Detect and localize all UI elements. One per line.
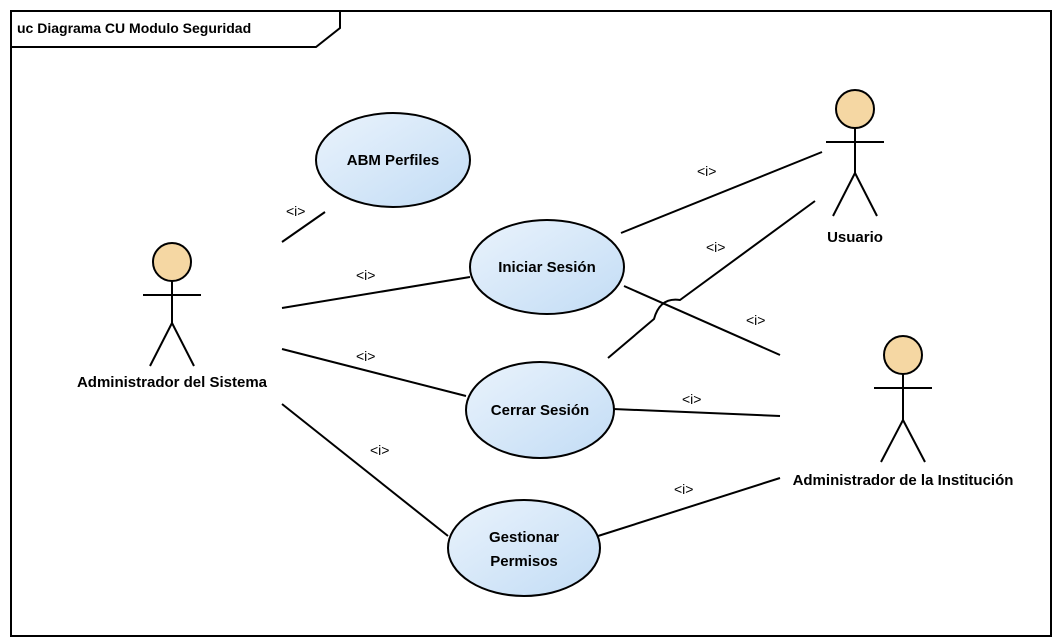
- assoc-label-cerrar-admin-institucion: <i>: [682, 391, 701, 407]
- assoc-label-iniciar-admin-institucion: <i>: [746, 312, 765, 328]
- actor-label: Administrador de la Institución: [793, 472, 1014, 489]
- use-case-ellipse: [465, 361, 615, 459]
- use-case-label-line2: Permisos: [490, 553, 558, 570]
- associations-layer: [281, 151, 823, 537]
- use-case-gestionar-permisos[interactable]: Gestionar Permisos: [447, 499, 601, 597]
- use-case-ellipse: [315, 112, 471, 208]
- use-case-iniciar-sesion[interactable]: Iniciar Sesión: [469, 219, 625, 315]
- assoc-admin-sistema-gestionar: [281, 403, 449, 537]
- actor-label: Administrador del Sistema: [77, 374, 268, 391]
- assoc-iniciar-usuario: [620, 151, 823, 234]
- use-case-ellipse: [447, 499, 601, 597]
- use-case-ellipse: [469, 219, 625, 315]
- assoc-cerrar-admin-institucion: [612, 408, 781, 417]
- actor-administrador-del-sistema[interactable]: Administrador del Sistema: [77, 242, 268, 391]
- frame-title-tab: [10, 10, 341, 48]
- assoc-admin-sistema-iniciar: [281, 276, 471, 309]
- assoc-label-gestionar: <i>: [370, 442, 389, 458]
- assoc-admin-sistema-abm: [281, 211, 326, 243]
- use-case-cerrar-sesion[interactable]: Cerrar Sesión: [465, 361, 615, 459]
- association-labels: <i> <i> <i> <i> <i> <i> <i> <i> <i>: [286, 163, 765, 497]
- assoc-label-cerrar: <i>: [356, 348, 375, 364]
- actor-figure-icon: [874, 335, 932, 463]
- use-case-label: Cerrar Sesión: [491, 402, 589, 419]
- assoc-label-gestionar-admin-institucion: <i>: [674, 481, 693, 497]
- use-case-label: Iniciar Sesión: [498, 259, 596, 276]
- actor-figure-icon: [826, 89, 884, 217]
- actor-administrador-de-la-institucion[interactable]: Administrador de la Institución: [793, 335, 1014, 489]
- assoc-label-cerrar-usuario: <i>: [706, 239, 725, 255]
- assoc-admin-sistema-cerrar: [281, 348, 467, 397]
- diagram-title: uc Diagrama CU Modulo Seguridad: [17, 20, 251, 36]
- assoc-label-iniciar-usuario: <i>: [697, 163, 716, 179]
- actor-usuario[interactable]: Usuario: [826, 89, 884, 246]
- assoc-label-iniciar: <i>: [356, 267, 375, 283]
- actor-label: Usuario: [827, 229, 883, 246]
- use-case-label-line1: Gestionar: [489, 529, 559, 546]
- use-case-abm-perfiles[interactable]: ABM Perfiles: [315, 112, 471, 208]
- assoc-iniciar-admin-institucion: [623, 285, 781, 356]
- use-case-label: ABM Perfiles: [347, 152, 440, 169]
- assoc-label-abm: <i>: [286, 203, 305, 219]
- actor-figure-icon: [143, 242, 201, 367]
- assoc-gestionar-admin-institucion: [597, 477, 781, 537]
